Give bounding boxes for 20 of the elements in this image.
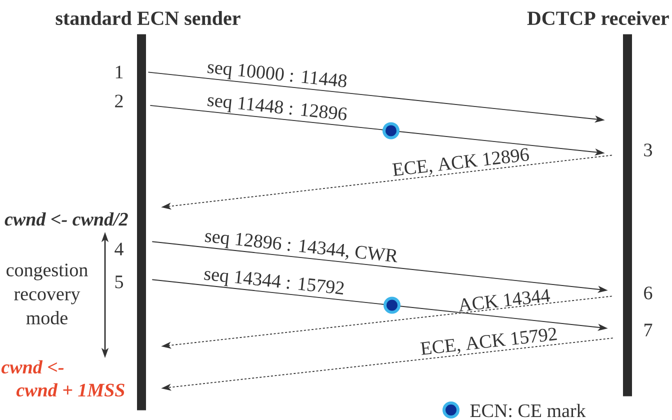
callout-number: 2 [115,94,123,108]
edge-label: seq 10000 : 11448 [206,60,348,92]
callout-number: 1 [116,66,123,78]
lifeline-heading: DCTCP receiver [527,10,669,26]
legend-text: ECN: CE mark [470,404,586,418]
callout-number: 4 [114,242,124,256]
callout-number: 6 [644,286,652,300]
edge-label: ACK 14344 [456,288,552,312]
edge-label: ECE, ACK 12896 [391,147,531,180]
edge-label: seq 14344 : 15792 [202,266,346,300]
callout-number: 3 [644,144,652,156]
formula-text: cwnd <- cwnd + 1MSS [2,360,124,397]
lifeline-heading: standard ECN sender [56,10,240,26]
formula-text: cwnd <- cwnd/2 [4,212,128,226]
edge-label: ECE, ACK 15792 [419,326,559,358]
edge-label: seq 11448 : 12896 [206,92,348,125]
callout-number: 7 [644,324,652,336]
edge-label: seq 12896 : 14344, CWR [203,228,400,267]
callout-number: 5 [115,276,123,288]
note-text: congestion recovery mode [6,264,88,324]
